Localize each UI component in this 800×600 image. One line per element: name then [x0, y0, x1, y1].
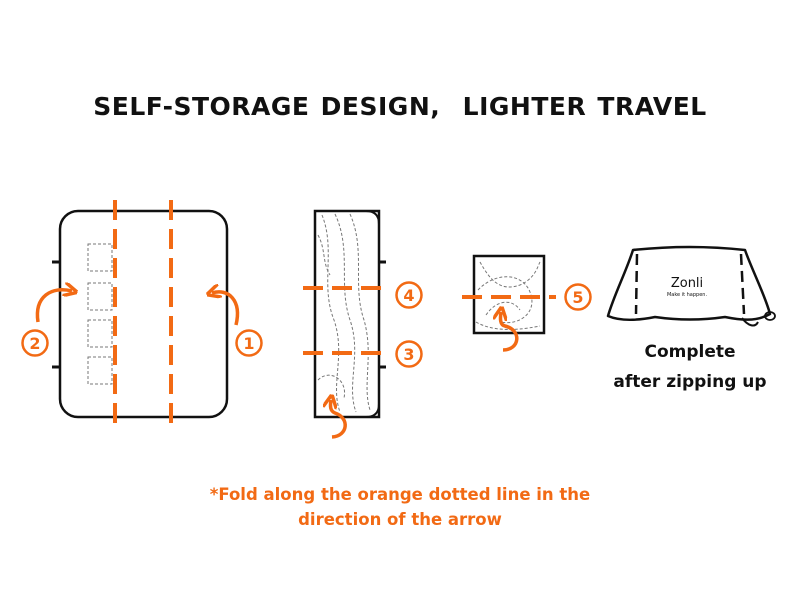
brand-tagline: Make it happen.	[667, 292, 708, 298]
stage-4-completed-pouch: Zonli Make it happen.	[606, 245, 776, 327]
step-number-1: 1	[243, 334, 254, 353]
step-badge-2	[21, 329, 49, 357]
complete-label-line-1: Complete	[644, 342, 736, 362]
step-badges	[21, 281, 592, 368]
fold-arrow-up	[330, 400, 347, 439]
organizer-outline	[58, 209, 229, 419]
instruction-note-line-1: *Fold along the orange dotted line in th…	[209, 485, 591, 504]
pouch-seam-right	[739, 253, 746, 315]
fold-arrow-2	[35, 290, 72, 323]
stage-2-folded-strip	[303, 209, 390, 439]
step-number-4: 4	[403, 286, 414, 305]
step-number-3: 3	[403, 345, 414, 364]
fold-arrow-1	[212, 292, 240, 326]
stage-3-folded-square	[462, 254, 556, 352]
step-number-2: 2	[29, 334, 40, 353]
fabric-contours	[317, 213, 371, 413]
brand-logo: Zonli	[671, 276, 703, 291]
step-badge-4	[395, 281, 423, 309]
pocket	[87, 356, 113, 385]
strip-rounded-edge	[352, 210, 380, 418]
page-title: SELF-STORAGE DESIGN, LIGHTER TRAVEL	[93, 92, 707, 121]
step-badge-1	[235, 329, 263, 357]
step-number-5: 5	[572, 288, 583, 307]
pocket	[87, 319, 113, 348]
step-badge-3	[395, 340, 423, 368]
pouch-seam-left	[634, 253, 639, 315]
pouch-outline	[606, 245, 772, 322]
fabric-contours	[475, 261, 541, 330]
pocket	[87, 282, 113, 311]
inner-pockets	[87, 243, 113, 385]
step-badge-5	[564, 283, 592, 311]
pocket	[87, 243, 113, 272]
zipper-pull-ring	[764, 311, 776, 321]
fold-arrow-up	[500, 312, 519, 352]
square-outline	[472, 254, 546, 335]
zipper-pull-icon	[741, 317, 759, 327]
strip-outline	[313, 209, 381, 419]
complete-label-line-2: after zipping up	[613, 372, 767, 392]
instruction-note: *Fold along the orange dotted line in th…	[0, 482, 800, 532]
instruction-note-line-2: direction of the arrow	[298, 510, 502, 529]
stage-1-open-organizer	[35, 200, 240, 430]
